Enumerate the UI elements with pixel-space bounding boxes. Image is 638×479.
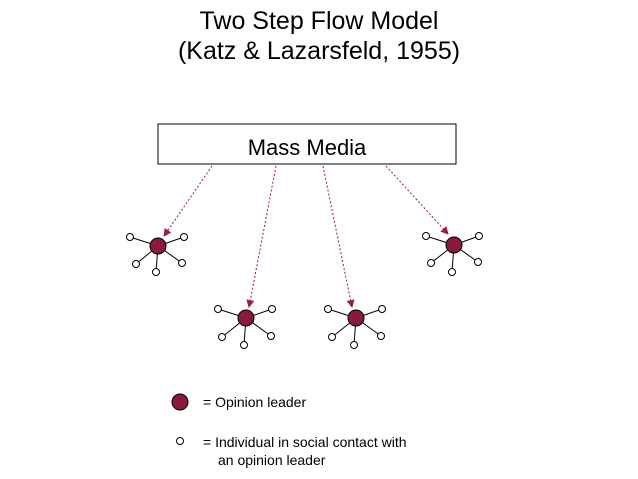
individual-node (152, 268, 160, 276)
opinion-leader-node (149, 237, 167, 255)
individual-node (324, 305, 332, 313)
arrow-to-leader-2 (246, 165, 277, 308)
individual-node (475, 232, 483, 240)
legend-opinion-leader-symbol (171, 393, 189, 411)
arrow-to-leader-3 (322, 165, 355, 308)
diagram-subtitle: (Katz & Lazarsfeld, 1955) (177, 37, 461, 65)
individual-node (377, 332, 385, 340)
leader-cluster-3 (324, 305, 386, 349)
opinion-leader-node (347, 309, 365, 327)
legend-opinion-leader-label: = Opinion leader (203, 394, 307, 410)
media-arrows (163, 165, 449, 308)
individual-node (218, 333, 226, 341)
leader-cluster-2 (214, 305, 276, 349)
individual-node (214, 305, 222, 313)
individual-node (126, 233, 134, 241)
individual-node (328, 333, 336, 341)
arrow-to-leader-1 (163, 165, 213, 237)
leader-cluster-1 (126, 233, 188, 276)
legend-individual-label-line2: an opinion leader (218, 452, 326, 468)
individual-node (180, 233, 188, 241)
individual-node (178, 259, 186, 267)
legend-individual-label-line1: = Individual in social contact with (203, 434, 407, 450)
mass-media-box: Mass Media (157, 123, 457, 165)
arrow-to-leader-4 (385, 165, 449, 235)
individual-node (474, 258, 482, 266)
opinion-leader-node (445, 236, 463, 254)
diagram-title: Two Step Flow Model (199, 7, 439, 35)
individual-node (350, 341, 358, 349)
mass-media-label: Mass Media (248, 135, 367, 160)
leader-cluster-4 (422, 232, 483, 276)
opinion-leader-node (237, 309, 255, 327)
individual-node (422, 232, 430, 240)
individual-node (427, 259, 435, 267)
individual-node (240, 341, 248, 349)
individual-node (378, 305, 386, 313)
legend-individual-symbol (176, 437, 184, 445)
individual-node (267, 332, 275, 340)
individual-node (448, 268, 456, 276)
individual-node (132, 260, 140, 268)
individual-node (268, 305, 276, 313)
legend-symbols (171, 393, 189, 445)
